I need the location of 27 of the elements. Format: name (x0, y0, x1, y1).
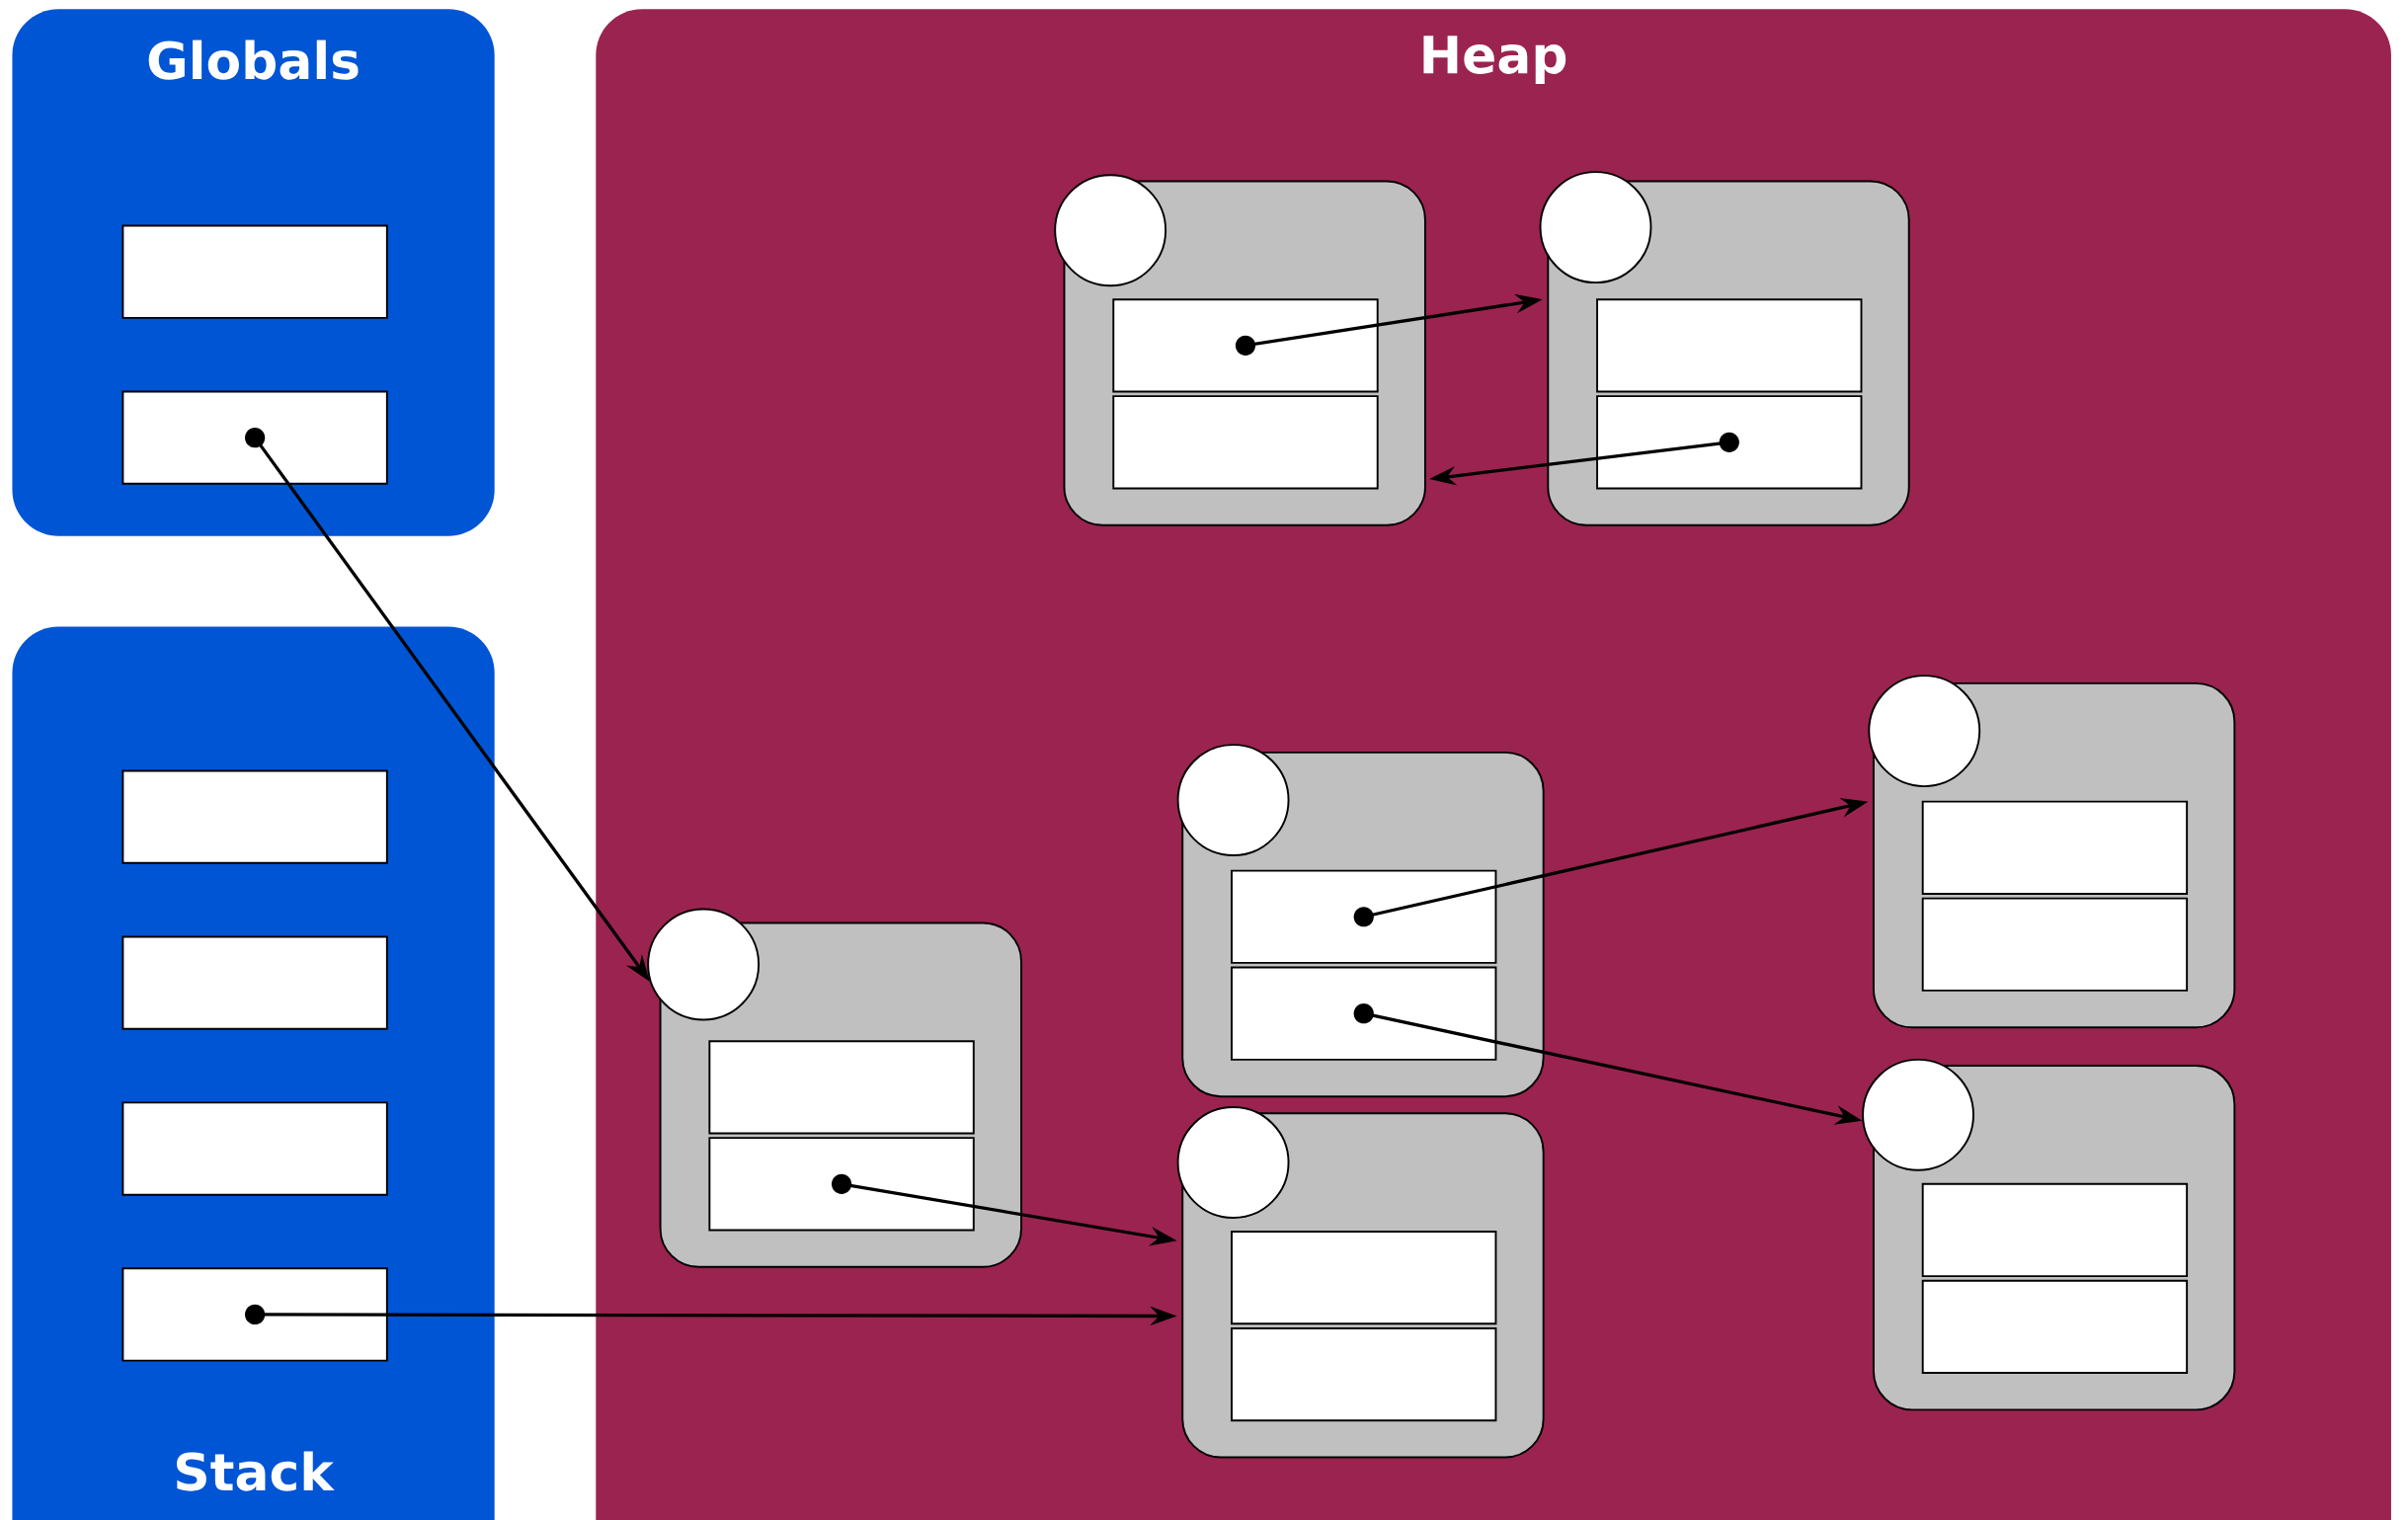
header-circle (1868, 675, 1981, 787)
field-box (121, 769, 388, 864)
field-box (121, 390, 388, 485)
field-box (1112, 298, 1379, 393)
field-box (121, 1101, 388, 1196)
field-box (1112, 395, 1379, 490)
field-box (1231, 966, 1497, 1061)
header-circle (1539, 171, 1652, 283)
field-box (121, 224, 388, 319)
header-circle (1176, 1105, 1290, 1219)
field-box (708, 1040, 975, 1135)
header-circle (1176, 744, 1290, 856)
header-circle (1054, 174, 1167, 286)
field-box (1596, 395, 1863, 490)
field-box (708, 1137, 975, 1232)
field-box (1596, 298, 1863, 393)
field-box (1921, 800, 2189, 895)
header-circle (647, 908, 761, 1021)
field-box (121, 1267, 388, 1362)
field-box (1231, 869, 1497, 964)
field-box (121, 935, 388, 1030)
field-box (1921, 1182, 2189, 1277)
field-box (1921, 1279, 2189, 1374)
header-circle (1862, 1058, 1974, 1171)
field-box (1231, 1326, 1497, 1422)
field-box (1231, 1230, 1497, 1325)
field-box (1921, 897, 2189, 992)
